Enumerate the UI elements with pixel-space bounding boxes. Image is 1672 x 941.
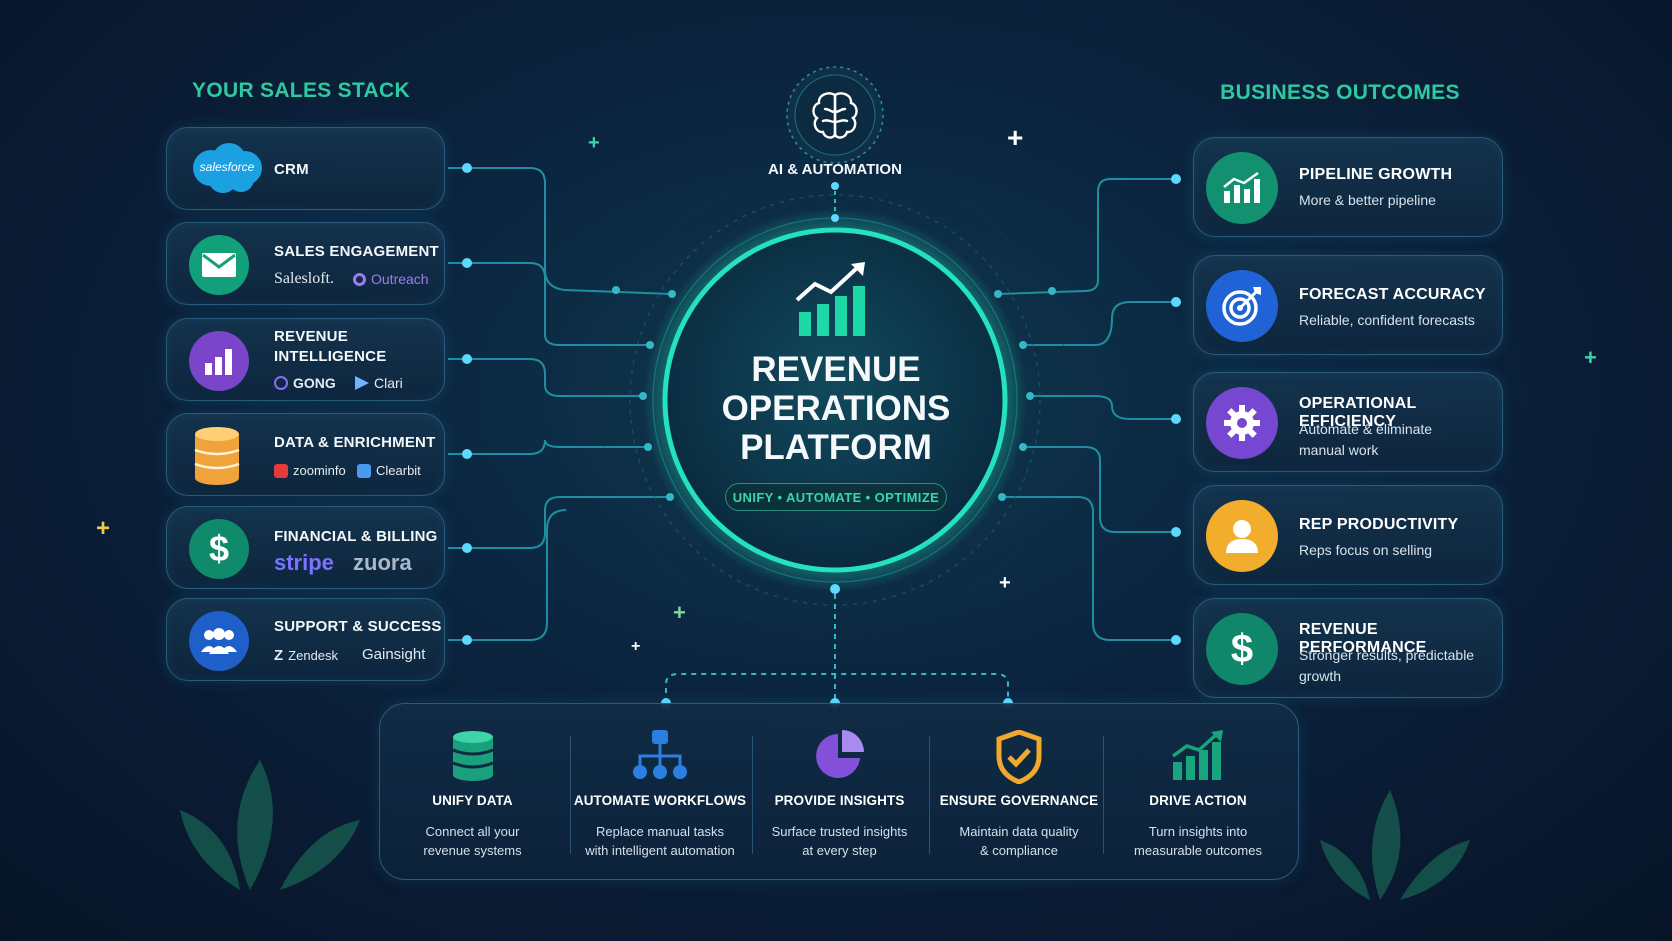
brand-clearbit: Clearbit: [357, 463, 421, 478]
database-icon: [450, 730, 496, 787]
salesforce-logo: salesforce: [189, 140, 265, 196]
dollar-icon: $: [1206, 613, 1278, 685]
sparkle-icon: +: [673, 600, 686, 625]
sparkle-icon: +: [96, 515, 111, 542]
capability-provide-insights[interactable]: PROVIDE INSIGHTS Surface trusted insight…: [752, 704, 927, 881]
sparkle-icon: +: [631, 638, 641, 655]
wire-engagement: [448, 262, 650, 346]
sparkle-icon: +: [1007, 122, 1024, 153]
stack-card-sales-engagement[interactable]: SALES ENGAGEMENT Salesloft. Outreach: [166, 222, 445, 305]
divider: [570, 736, 571, 854]
outcome-card-revenue-performance[interactable]: $ REVENUE PERFORMANCE Stronger results, …: [1193, 598, 1503, 698]
brain-icon: [812, 92, 858, 139]
business-outcomes-heading: BUSINESS OUTCOMES: [1220, 81, 1460, 104]
sales-stack-heading: YOUR SALES STACK: [192, 79, 410, 102]
brand-outreach: Outreach: [353, 271, 429, 287]
divider: [929, 736, 930, 854]
outcome-card-operational-efficiency[interactable]: OPERATIONAL EFFICIENCY Automate & elimin…: [1193, 372, 1503, 472]
target-icon: [1206, 270, 1278, 342]
stack-card-data-enrichment[interactable]: DATA & ENRICHMENT zoominfo Clearbit: [166, 413, 445, 496]
wire-pipeline: [997, 178, 1177, 295]
bar-chart-icon: [189, 331, 249, 391]
outreach-icon: [353, 272, 366, 286]
leaf-decoration: [1320, 790, 1470, 900]
gong-icon: [274, 376, 288, 390]
sparkle-icon: +: [999, 572, 1011, 594]
dollar-icon: $: [189, 519, 249, 579]
pie-chart-icon: [814, 730, 866, 787]
brand-clari: Clari: [355, 375, 403, 391]
workflow-icon: [632, 730, 688, 785]
clearbit-icon: [357, 463, 371, 478]
brand-zendesk: Z Zendesk: [274, 647, 339, 664]
brand-zuora: zuora: [353, 550, 412, 575]
brand-zoominfo: zoominfo: [274, 463, 346, 478]
clari-icon: [355, 376, 369, 390]
growth-chart-icon: [1171, 730, 1225, 785]
stack-card-financial-billing[interactable]: $ FINANCIAL & BILLING stripe zuora: [166, 506, 445, 589]
wire-data: [448, 439, 648, 455]
platform-tagline: UNIFY • AUTOMATE • OPTIMIZE: [725, 483, 947, 511]
brand-gong: GONG: [274, 375, 336, 391]
envelope-icon: [189, 235, 249, 295]
brand-salesloft: Salesloft.: [274, 270, 334, 287]
ai-automation-label: AI & AUTOMATION: [768, 161, 902, 178]
database-icon: [191, 426, 243, 486]
capability-ensure-governance[interactable]: ENSURE GOVERNANCE Maintain data quality&…: [929, 704, 1109, 881]
gear-icon: [1206, 387, 1278, 459]
zendesk-icon: Z: [274, 647, 284, 664]
leaf-decoration: [180, 760, 360, 890]
wire-fin: [448, 496, 670, 549]
users-icon: [189, 611, 249, 671]
wire-productivity: [1023, 446, 1177, 533]
wire-forecast: [1023, 301, 1177, 346]
brand-gainsight: Gainsight: [362, 646, 426, 663]
outcome-card-rep-productivity[interactable]: REP PRODUCTIVITY Reps focus on selling: [1193, 485, 1503, 585]
sparkle-icon: +: [588, 132, 600, 154]
growth-arrow-icon: [795, 262, 865, 336]
outcome-card-pipeline-growth[interactable]: PIPELINE GROWTH More & better pipeline: [1193, 137, 1503, 237]
divider: [1103, 736, 1104, 854]
wire-support: [448, 509, 567, 641]
divider: [752, 736, 753, 854]
stack-card-revenue-intelligence[interactable]: REVENUE INTELLIGENCE GONG Clari: [166, 318, 445, 401]
person-icon: [1206, 500, 1278, 572]
wire-ri: [448, 358, 643, 397]
wire-efficiency: [1030, 395, 1177, 420]
wire-revenue: [1002, 496, 1177, 641]
stack-card-support-success[interactable]: SUPPORT & SUCCESS Z Zendesk Gainsight: [166, 598, 445, 681]
sparkle-icon: +: [1584, 345, 1597, 370]
growth-chart-icon: [1206, 152, 1278, 224]
wire-crm: [448, 167, 673, 295]
shield-check-icon: [996, 729, 1042, 789]
brand-stripe: stripe: [274, 550, 334, 575]
zoominfo-icon: [274, 463, 288, 478]
stack-card-crm[interactable]: salesforce CRM: [166, 127, 445, 210]
outcome-card-forecast-accuracy[interactable]: FORECAST ACCURACY Reliable, confident fo…: [1193, 255, 1503, 355]
platform-title: REVENUE OPERATIONS PLATFORM: [721, 350, 951, 467]
